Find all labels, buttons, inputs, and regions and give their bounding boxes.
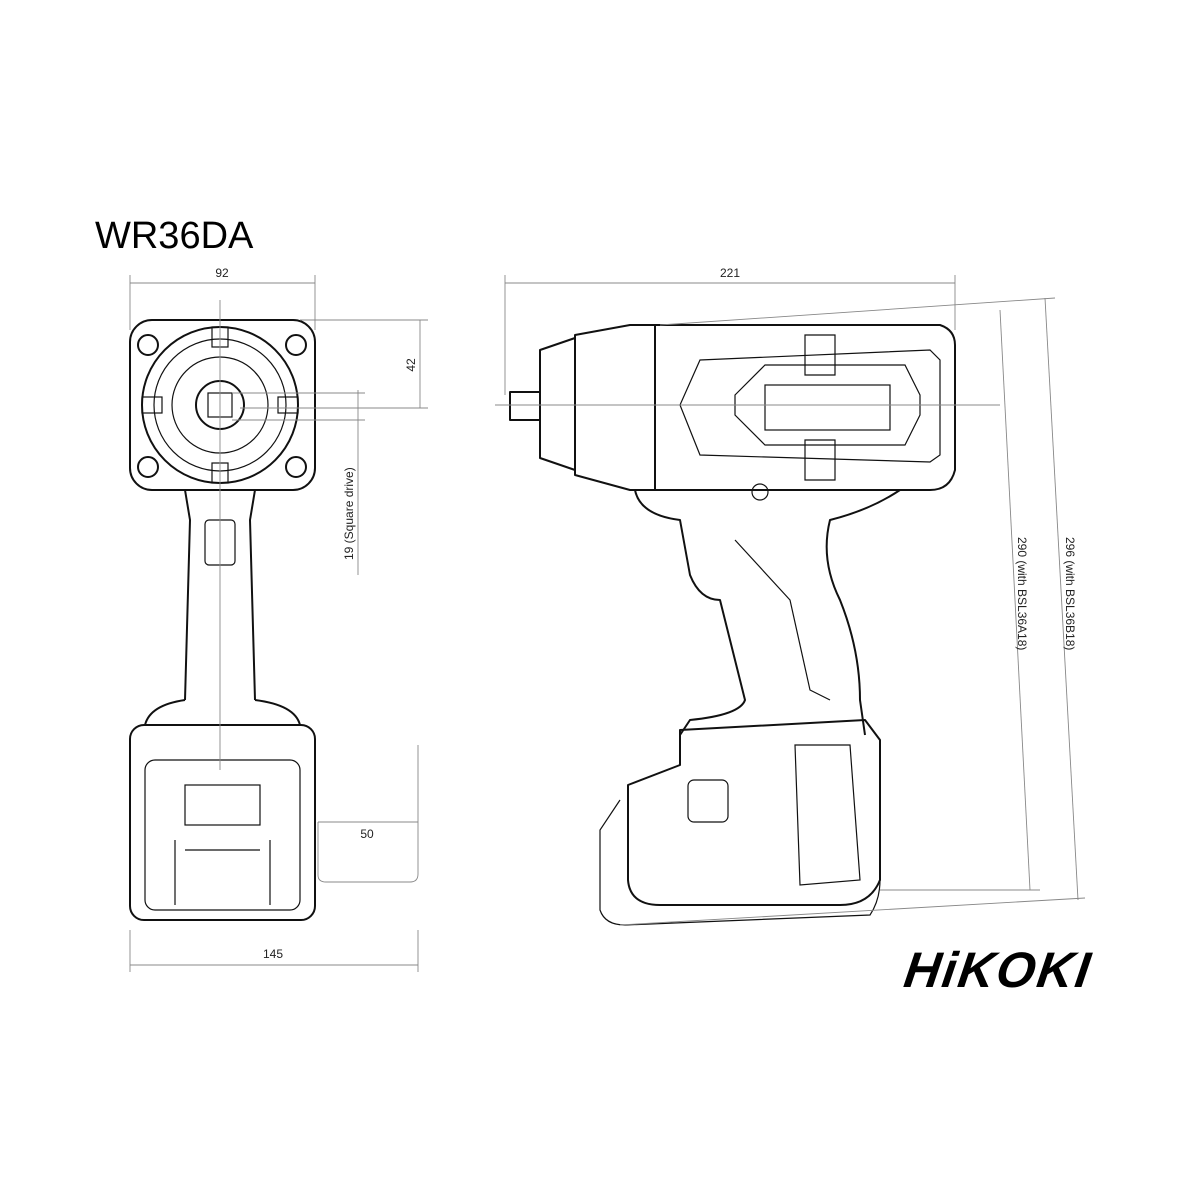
dimension-lines-side: [504, 275, 1086, 926]
dim-belt-hook: 50: [360, 827, 374, 841]
hikoki-logo: HiKOKI: [901, 942, 1096, 998]
front-view: [129, 300, 316, 921]
dimension-lines-front: [129, 275, 428, 972]
dim-side-length: 221: [720, 266, 740, 280]
dim-front-total-width: 145: [263, 947, 283, 961]
dim-head-height: 42: [404, 358, 418, 372]
dim-square-drive: 19 (Square drive): [342, 467, 356, 560]
model-title: WR36DA: [95, 215, 254, 257]
dim-height-b: 296 (with BSL36B18): [1063, 537, 1077, 650]
side-view: [495, 324, 1000, 926]
dim-front-width: 92: [215, 266, 229, 280]
dim-height-a: 290 (with BSL36A18): [1015, 537, 1029, 650]
